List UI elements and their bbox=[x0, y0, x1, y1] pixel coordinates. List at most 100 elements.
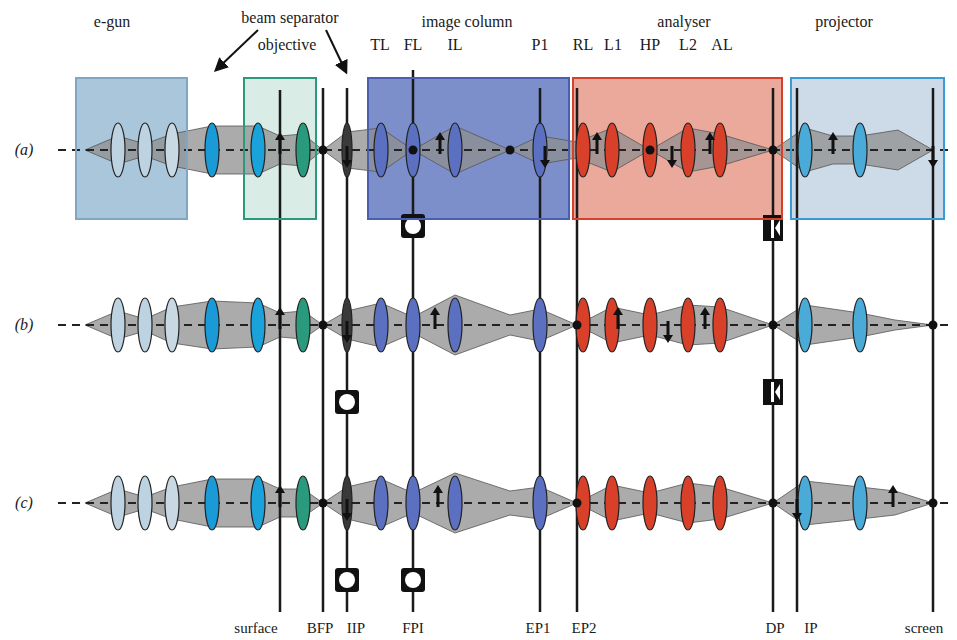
plane-line bbox=[322, 88, 325, 612]
image-arrowhead bbox=[540, 160, 550, 168]
image-arrowhead bbox=[430, 307, 440, 315]
plane-label: FPI bbox=[400, 620, 426, 637]
lens bbox=[111, 476, 125, 530]
lens bbox=[713, 298, 727, 352]
image-arrow bbox=[932, 146, 935, 162]
lens bbox=[406, 476, 420, 530]
lens-label: RL bbox=[571, 36, 595, 54]
image-arrowhead bbox=[342, 513, 352, 521]
lens bbox=[205, 123, 219, 177]
lens-label: L1 bbox=[602, 36, 624, 54]
image-arrowhead bbox=[342, 160, 352, 168]
plane-label: IIP bbox=[345, 620, 367, 637]
image-arrow bbox=[667, 321, 670, 337]
lens bbox=[605, 123, 619, 177]
slit-opening bbox=[771, 218, 774, 238]
image-arrow bbox=[279, 313, 282, 329]
lens bbox=[374, 476, 388, 530]
image-arrow bbox=[437, 491, 440, 507]
image-arrow bbox=[704, 313, 707, 329]
image-arrow bbox=[279, 491, 282, 507]
image-arrow bbox=[346, 499, 349, 515]
image-arrowhead bbox=[928, 160, 938, 168]
image-arrowhead bbox=[667, 160, 677, 168]
lens-label: L2 bbox=[677, 36, 699, 54]
lens bbox=[251, 298, 265, 352]
optical-axis bbox=[58, 502, 952, 504]
section-heading: projector bbox=[813, 13, 875, 31]
lens bbox=[798, 298, 812, 352]
crossover-dot bbox=[573, 499, 582, 508]
lens bbox=[111, 123, 125, 177]
optical-axis bbox=[58, 149, 952, 151]
row-label: (b) bbox=[13, 316, 36, 334]
lens bbox=[605, 476, 619, 530]
image-arrow bbox=[617, 313, 620, 329]
lens bbox=[138, 476, 152, 530]
image-arrowhead bbox=[792, 513, 802, 521]
energy-slit bbox=[763, 379, 783, 405]
lens bbox=[853, 123, 867, 177]
crossover-dot bbox=[769, 499, 778, 508]
lens bbox=[533, 123, 547, 177]
image-arrowhead bbox=[705, 132, 715, 140]
crossover-dot bbox=[929, 321, 938, 330]
section-box: image column bbox=[367, 77, 570, 220]
row-label: (a) bbox=[13, 141, 36, 159]
lens bbox=[643, 298, 657, 352]
slit-opening bbox=[775, 384, 780, 400]
lens bbox=[681, 476, 695, 530]
lens bbox=[406, 298, 420, 352]
image-arrow bbox=[596, 138, 599, 154]
image-arrowhead bbox=[342, 335, 352, 343]
lens bbox=[205, 476, 219, 530]
image-arrow bbox=[279, 138, 282, 154]
lens bbox=[448, 123, 462, 177]
image-arrowhead bbox=[433, 485, 443, 493]
aperture-hole bbox=[339, 572, 355, 588]
lens bbox=[165, 476, 179, 530]
lens bbox=[853, 298, 867, 352]
aperture bbox=[335, 390, 359, 414]
image-arrowhead bbox=[613, 307, 623, 315]
lens bbox=[374, 123, 388, 177]
lens bbox=[251, 476, 265, 530]
lens bbox=[165, 298, 179, 352]
plane-label: surface bbox=[232, 620, 279, 637]
aperture bbox=[401, 214, 425, 238]
lens bbox=[406, 123, 420, 177]
plane-line bbox=[796, 88, 799, 612]
crossover-dot bbox=[573, 321, 582, 330]
lens bbox=[138, 298, 152, 352]
lens bbox=[165, 123, 179, 177]
lens bbox=[681, 298, 695, 352]
image-arrow bbox=[346, 146, 349, 162]
lens bbox=[643, 123, 657, 177]
crossover-dot bbox=[929, 499, 938, 508]
lens-label: P1 bbox=[530, 36, 551, 54]
lens bbox=[681, 123, 695, 177]
plane-label: IP bbox=[802, 620, 819, 637]
lens bbox=[342, 298, 352, 352]
crossover-dot bbox=[506, 146, 515, 155]
image-arrow bbox=[709, 138, 712, 154]
image-arrowhead bbox=[435, 132, 445, 140]
aperture-hole bbox=[405, 218, 421, 234]
lens bbox=[205, 298, 219, 352]
image-arrowhead bbox=[700, 307, 710, 315]
crossover-dot bbox=[646, 146, 655, 155]
lens bbox=[342, 123, 352, 177]
aperture-hole bbox=[405, 572, 421, 588]
crossover-dot bbox=[769, 146, 778, 155]
plane-label: EP2 bbox=[569, 620, 598, 637]
plane-label: screen bbox=[903, 620, 945, 637]
pointer-arrow bbox=[216, 30, 258, 70]
crossover-dot bbox=[319, 146, 328, 155]
lens-label: HP bbox=[638, 36, 662, 54]
lens bbox=[576, 123, 590, 177]
plane-label: EP1 bbox=[523, 620, 552, 637]
plane-line bbox=[772, 88, 775, 612]
plane-label: BFP bbox=[305, 620, 336, 637]
slit-opening bbox=[775, 220, 780, 236]
